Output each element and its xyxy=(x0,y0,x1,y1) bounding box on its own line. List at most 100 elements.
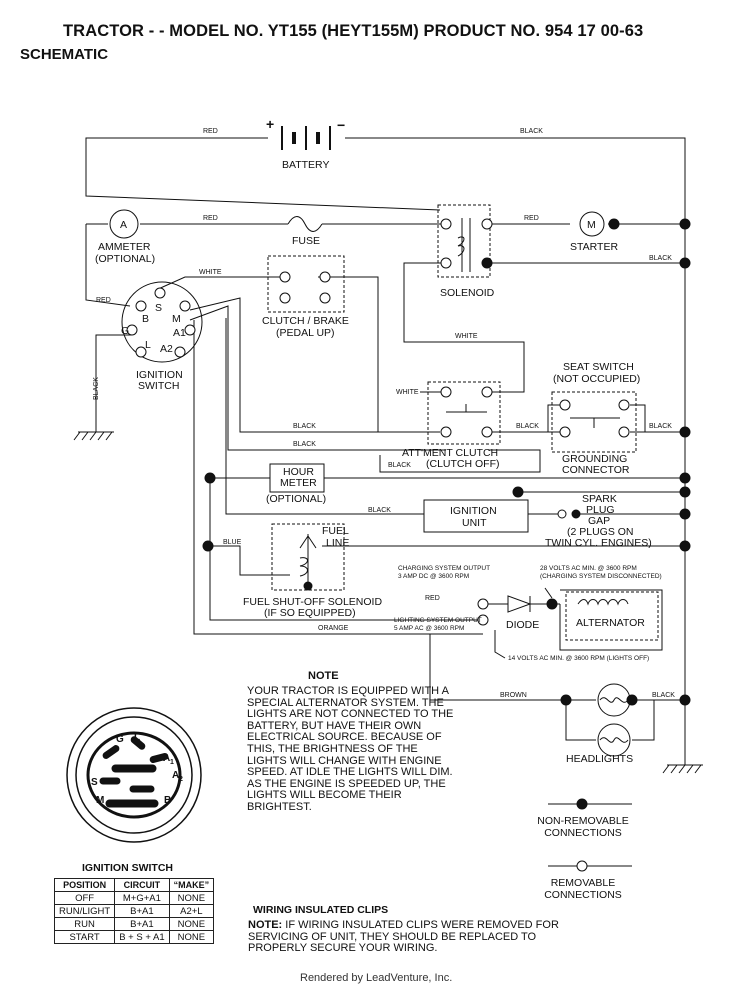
fuel-solenoid-box xyxy=(271,523,345,591)
wire-label-black-7: BLACK xyxy=(388,462,411,469)
bus-node-7 xyxy=(679,540,691,552)
wire-seat-loop xyxy=(630,404,646,432)
ign-label-b: B xyxy=(142,313,149,325)
fuel-coil xyxy=(299,557,308,577)
clutch-brake-label: CLUTCH / BRAKE xyxy=(262,315,349,327)
wire-alternator-box xyxy=(559,589,663,651)
detail-label-s: S xyxy=(91,777,98,788)
wire-black-3 xyxy=(379,449,541,473)
clutch-brake-sub: (PEDAL UP) xyxy=(276,327,335,339)
solenoid-coil xyxy=(457,218,471,272)
detail-label-a2: A xyxy=(172,770,179,781)
table-cell: START xyxy=(53,930,116,944)
seat-switch-label: SEAT SWITCH xyxy=(563,361,634,373)
headlight-filaments xyxy=(599,697,629,743)
ign-term-a1 xyxy=(184,324,196,336)
table-cell: A2+L xyxy=(168,904,215,918)
seat-switch-bar xyxy=(570,417,620,428)
seat-switch-box xyxy=(551,391,637,453)
starter-symbol xyxy=(579,211,605,237)
wire-battery-black-bus xyxy=(345,137,686,765)
table-cell: M+G+A1 xyxy=(114,891,170,905)
legend-removable-line1: REMOVABLE xyxy=(550,877,616,889)
wire-label-white-2: WHITE xyxy=(455,333,478,340)
wire-label-black-4: BLACK xyxy=(516,423,539,430)
node-blue-left xyxy=(202,540,214,552)
wire-label-red-3: RED xyxy=(524,215,539,222)
attment-clutch-box xyxy=(427,381,501,445)
starter-label: STARTER xyxy=(570,241,618,253)
alternator-coil xyxy=(577,599,629,606)
wire-seat-loop-left xyxy=(547,404,560,432)
table-cell: RUN/LIGHT xyxy=(53,904,116,918)
table-header: “MAKE” xyxy=(168,878,215,892)
arrow-28v xyxy=(544,587,553,599)
clutch-terminal-3 xyxy=(319,271,331,283)
lighting-label-2: 5 AMP AC @ 3600 RPM xyxy=(394,625,464,632)
spark-label-2: PLUG xyxy=(586,504,615,516)
charging-node xyxy=(477,598,489,610)
ign-term-l xyxy=(135,346,147,358)
wire-label-orange: ORANGE xyxy=(318,625,349,632)
bus-node-2 xyxy=(679,257,691,269)
footer-credit: Rendered by LeadVenture, Inc. xyxy=(300,972,453,984)
legend-nonremovable-line1: NON-REMOVABLE xyxy=(537,815,629,827)
wire-white-clutch xyxy=(155,276,379,432)
wire-label-red-5: RED xyxy=(425,595,440,602)
wire-label-black-1: BLACK xyxy=(520,128,543,135)
bus-node-6 xyxy=(679,508,691,520)
detail-label-m: M xyxy=(96,795,104,806)
wire-left-vertical xyxy=(209,478,483,621)
detail-label-a1: A xyxy=(163,753,170,764)
ignition-detail-labels: G L A 1 A 2 S M B xyxy=(91,732,183,806)
legend-nonremovable-label: NON-REMOVABLE CONNECTIONS xyxy=(528,815,638,839)
clutch-brake-box xyxy=(267,255,345,313)
wire-labels: RED BLACK RED RED BLACK WHITE RED WHITE … xyxy=(93,128,675,699)
bus-node-8 xyxy=(679,694,691,706)
table-cell: RUN xyxy=(53,917,116,931)
seat-terminal-1 xyxy=(559,399,571,411)
wiring-clips-note-label: NOTE: xyxy=(248,919,283,931)
ammeter-optional: (OPTIONAL) xyxy=(95,253,155,265)
node-hour-left xyxy=(204,472,216,484)
wire-label-white-3: WHITE xyxy=(396,389,419,396)
alternator-label: ALTERNATOR xyxy=(576,617,645,629)
legend-removable-line2: CONNECTIONS xyxy=(544,889,622,901)
starter-terminal xyxy=(608,218,620,230)
table-cell: B+A1 xyxy=(114,904,170,918)
ign-term-a2 xyxy=(174,346,186,358)
ign-label-l: L xyxy=(145,339,151,351)
grounding-label: GROUNDING xyxy=(562,453,627,465)
hour-meter-label-2: METER xyxy=(280,477,317,489)
ignition-unit-label-2: UNIT xyxy=(462,517,487,529)
ign-term-m xyxy=(179,300,191,312)
ign-label-a1: A1 xyxy=(173,327,186,339)
solenoid-terminal-4 xyxy=(481,257,493,269)
ignition-unit-box xyxy=(423,499,529,533)
wire-label-red-4: RED xyxy=(96,297,111,304)
attment-switch-bar xyxy=(446,404,487,413)
wire-label-brown: BROWN xyxy=(500,692,527,699)
ignition-switch-label: IGNITION xyxy=(136,369,183,381)
alternator-box xyxy=(565,591,659,641)
lighting-label-1: LIGHTING SYSTEM OUTPUT xyxy=(394,617,482,624)
seat-terminal-3 xyxy=(618,399,630,411)
wire-label-white-1: WHITE xyxy=(199,269,222,276)
ign-term-b xyxy=(135,300,147,312)
spark-label-5: TWIN CYL. ENGINES) xyxy=(545,537,652,549)
ign-label-a2: A2 xyxy=(160,343,173,355)
table-row: RUN/LIGHT B+A1 A2+L xyxy=(53,904,215,918)
arrow-14v xyxy=(494,630,506,659)
headlights-label: HEADLIGHTS xyxy=(566,753,633,765)
solenoid-terminal-3 xyxy=(481,218,493,230)
clutch-terminal-2 xyxy=(279,292,291,304)
ground-symbol-left xyxy=(73,431,114,441)
ignition-table: POSITION CIRCUIT “MAKE” OFF M+G+A1 NONE … xyxy=(53,878,215,944)
solenoid-terminal-2 xyxy=(440,257,452,269)
wire-left-red xyxy=(85,224,131,307)
fuel-line-label-2: LINE xyxy=(326,537,349,549)
legend-nonremovable-dot xyxy=(576,798,588,810)
spark-gap-2 xyxy=(571,509,581,519)
wire-black-1 xyxy=(189,297,440,433)
